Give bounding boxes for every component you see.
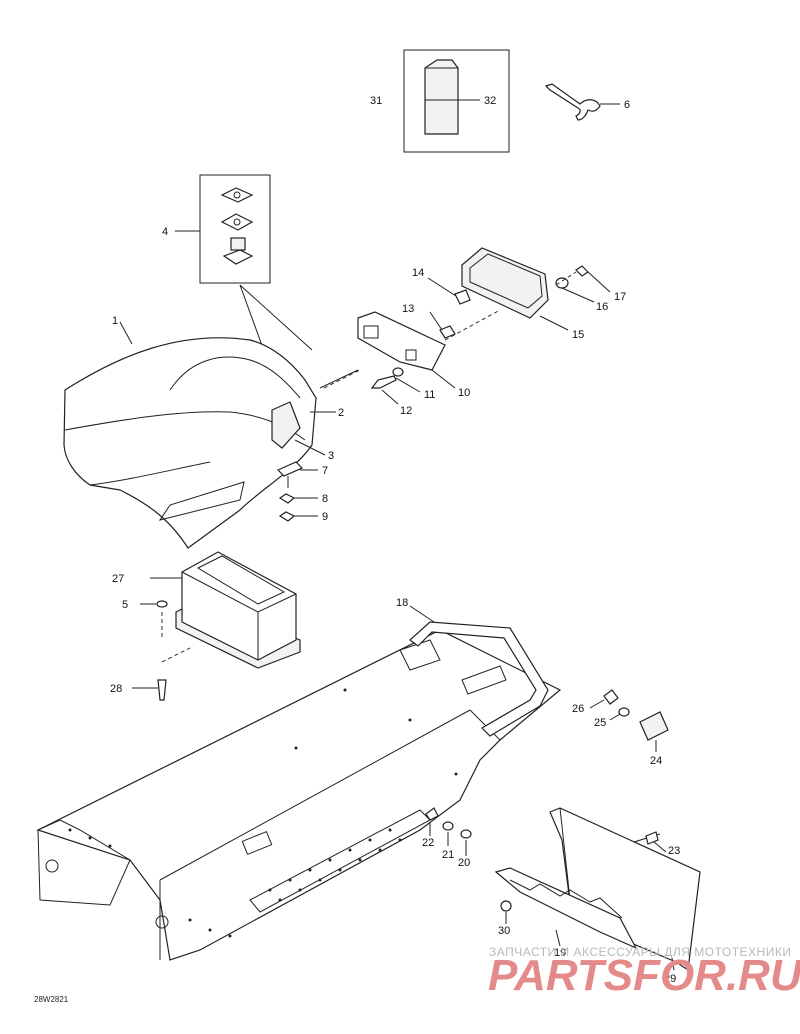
- callout-32: 32: [484, 95, 496, 107]
- callout-4: 4: [162, 226, 168, 238]
- callout-27: 27: [112, 573, 124, 585]
- hardware-20-21-22: [425, 807, 472, 856]
- callout-19: 19: [554, 947, 566, 959]
- callout-2: 2: [338, 407, 344, 419]
- callout-7: 7: [322, 465, 328, 477]
- callout-29: 29: [664, 973, 676, 985]
- callout-22: 22: [422, 837, 434, 849]
- callout-28: 28: [110, 683, 122, 695]
- callout-15: 15: [572, 329, 584, 341]
- callout-20: 20: [458, 857, 470, 869]
- callout-6: 6: [624, 99, 630, 111]
- callout-31: 31: [370, 95, 382, 107]
- inset-box-31: [403, 49, 510, 153]
- callout-9: 9: [322, 511, 328, 523]
- callout-24: 24: [650, 755, 662, 767]
- callout-30: 30: [498, 925, 510, 937]
- watermark-tagline: ЗАПЧАСТИ И АКСЕССУАРЫ ДЛЯ МОТОТЕХНИКИ: [489, 945, 791, 959]
- callout-26: 26: [572, 703, 584, 715]
- callout-25: 25: [594, 717, 606, 729]
- tunnel-frame: [36, 629, 562, 961]
- inset-box-4: [175, 174, 313, 363]
- callout-8: 8: [322, 493, 328, 505]
- seat-1: [63, 321, 336, 549]
- callout-17: 17: [614, 291, 626, 303]
- callout-3: 3: [328, 450, 334, 462]
- callout-12: 12: [400, 405, 412, 417]
- hardware-3-7-8-9: [276, 439, 326, 522]
- diagram-code: 28W2821: [34, 995, 69, 1004]
- watermark-brand: PARTSFOR.RU: [488, 951, 800, 1000]
- callout-16: 16: [596, 301, 608, 313]
- grab-handle-18: [409, 605, 549, 737]
- callout-18: 18: [396, 597, 408, 609]
- hardware-24-25-26: [589, 689, 669, 752]
- wrench-6: [544, 83, 620, 121]
- callout-21: 21: [442, 849, 454, 861]
- snowflap-29: [494, 807, 701, 972]
- taillight-assembly: [319, 247, 611, 405]
- callout-5: 5: [122, 599, 128, 611]
- callout-23: 23: [668, 845, 680, 857]
- callout-11: 11: [424, 389, 435, 401]
- callout-1: 1: [112, 315, 118, 327]
- callout-10: 10: [458, 387, 470, 399]
- callout-14: 14: [412, 267, 424, 279]
- storage-box-27: [132, 551, 301, 701]
- callout-13: 13: [402, 303, 414, 315]
